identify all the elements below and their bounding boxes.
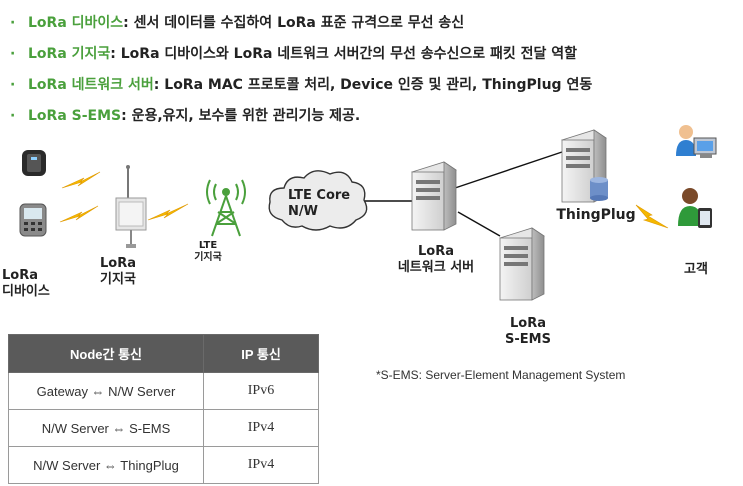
table-header-row: Node간 통신 IP 통신 <box>8 334 319 373</box>
table-cell: N/W Server ⇔ ThingPlug <box>8 446 204 484</box>
lte-core-cloud-icon <box>268 170 368 231</box>
device-label: LoRa 디바이스 <box>2 268 62 300</box>
lightning-icon <box>61 171 101 189</box>
bullet-text: : LoRa MAC 프로토콜 처리, Device 인증 및 관리, Thin… <box>153 77 593 93</box>
bullet-device: · LoRa 디바이스: 센서 데이터를 수집하여 LoRa 표준 규격으로 무선… <box>10 8 740 39</box>
table-row: Gateway ⇔ N/W Server IPv6 <box>8 372 319 410</box>
table-row: N/W Server ⇔ S-EMS IPv4 <box>8 409 319 447</box>
lightning-icon <box>147 203 189 221</box>
sems-label: LoRa S-EMS <box>496 316 560 348</box>
network-server-icon <box>411 161 457 231</box>
protocol-table: Node간 통신 IP 통신 Gateway ⇔ N/W Server IPv6… <box>8 334 319 484</box>
bullet-marker: · <box>10 46 16 62</box>
gateway-label-line: LoRa <box>100 256 136 271</box>
wearable-band-icon <box>22 150 46 176</box>
bullet-term: LoRa 네트워크 서버 <box>28 77 154 93</box>
bullet-term: LoRa S-EMS <box>28 108 122 124</box>
customer-tablet-icon <box>678 188 712 228</box>
network-server-label-line: 네트워크 서버 <box>397 260 475 275</box>
footnote: *S-EMS: Server-Element Management System <box>376 368 626 382</box>
bullet-marker: · <box>10 15 16 31</box>
line-ns-to-thingplug <box>454 151 563 189</box>
table-cell: IPv4 <box>203 446 319 484</box>
gateway-label-line: 기지국 <box>100 272 136 287</box>
table-header-cell: IP 통신 <box>203 334 319 373</box>
lte-label: LTE 기지국 <box>186 240 230 264</box>
table-row: N/W Server ⇔ ThingPlug IPv4 <box>8 446 319 484</box>
bullet-marker: · <box>10 77 16 93</box>
bullet-text: : LoRa 디바이스와 LoRa 네트워크 서버간의 무선 송수신으로 패킷 … <box>110 46 578 62</box>
lte-core-label-line: LTE Core <box>288 188 351 203</box>
bullet-network-server: · LoRa 네트워크 서버: LoRa MAC 프로토콜 처리, Device … <box>10 70 740 101</box>
table-cell: N/W Server ⇔ S-EMS <box>8 409 204 447</box>
network-server-label: LoRa 네트워크 서버 <box>386 244 486 276</box>
lte-core-label: LTE Core N/W <box>288 188 356 220</box>
table-cell: Gateway ⇔ N/W Server <box>8 372 204 410</box>
database-icon <box>590 177 608 201</box>
thingplug-label: ThingPlug <box>556 207 636 223</box>
gateway-label: LoRa 기지국 <box>88 256 148 288</box>
bullet-term: LoRa 기지국 <box>28 46 111 62</box>
connection-lines <box>358 151 563 237</box>
lte-tower-icon <box>206 179 246 237</box>
bullet-text: : 센서 데이터를 수집하여 LoRa 표준 규격으로 무선 송신 <box>123 15 465 31</box>
sems-label-line: S-EMS <box>505 332 551 347</box>
bullet-marker: · <box>10 108 16 124</box>
phone-icon <box>19 203 47 237</box>
table-cell: IPv6 <box>203 372 319 410</box>
lte-core-label-line: N/W <box>288 204 318 219</box>
device-label-line: 디바이스 <box>2 284 50 299</box>
lte-label-line: 기지국 <box>194 252 222 263</box>
customer-desktop-icon <box>676 125 717 158</box>
bullet-text: : 운용,유지, 보수를 위한 관리기능 제공. <box>121 108 361 124</box>
lightning-icon <box>59 205 99 223</box>
bullet-gateway: · LoRa 기지국: LoRa 디바이스와 LoRa 네트워크 서버간의 무선 … <box>10 39 740 70</box>
bullet-sems: · LoRa S-EMS: 운용,유지, 보수를 위한 관리기능 제공. <box>10 101 740 132</box>
lightning-icon <box>635 204 669 229</box>
network-server-label-line: LoRa <box>418 244 454 259</box>
line-ns-to-sems <box>457 211 501 237</box>
lte-label-line: LTE <box>198 240 218 251</box>
device-label-line: LoRa <box>2 268 38 283</box>
bullet-term: LoRa 디바이스 <box>28 15 124 31</box>
table-header-cell: Node간 통신 <box>8 334 204 373</box>
customer-label: 고객 <box>684 262 708 277</box>
lora-gateway-icon <box>115 165 147 248</box>
sems-label-line: LoRa <box>510 316 546 331</box>
sems-server-icon <box>499 227 545 301</box>
description-list: · LoRa 디바이스: 센서 데이터를 수집하여 LoRa 표준 규격으로 무선… <box>10 8 740 132</box>
table-cell: IPv4 <box>203 409 319 447</box>
